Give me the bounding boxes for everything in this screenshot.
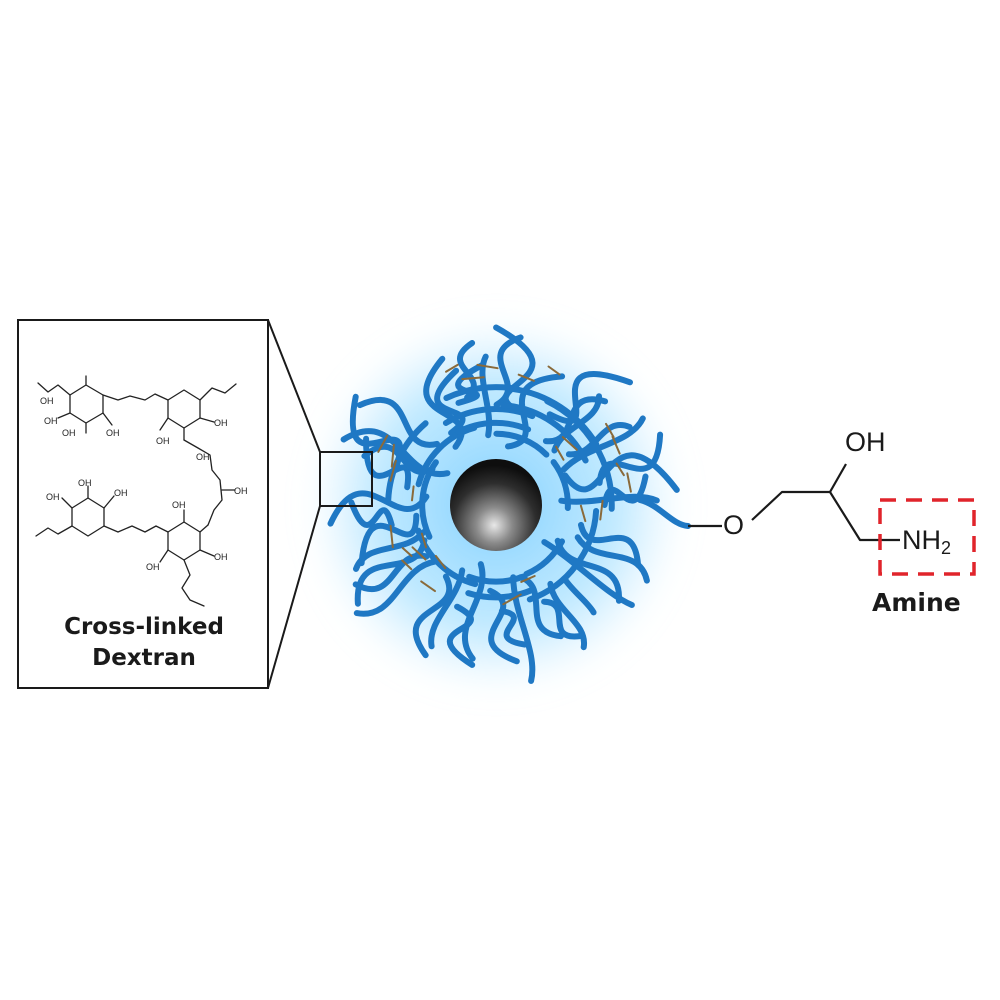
polymer-strand [443,384,521,401]
polymer-strand [466,573,527,585]
oh-label: OH [234,486,248,496]
crosslink [520,575,536,583]
oh-label: OH [62,428,76,438]
crosslink [561,436,578,451]
polymer-strand [442,405,536,426]
polymer-strand [562,577,597,616]
linker-chain [688,463,900,542]
oh-label: OH [146,562,160,572]
crosslink [611,435,621,455]
polymer-strand [578,521,641,568]
oh-label: OH [214,552,228,562]
crosslink [461,376,485,381]
crosslink [411,546,427,561]
zoom-connector-bottom [267,505,321,689]
polymer-strand [517,574,564,640]
oh-label: OH [78,478,92,488]
polymer-strand [415,527,479,588]
polymer-strand [526,508,600,603]
polymer-strand [560,415,646,473]
crosslink [579,504,587,523]
polymer-strand [493,430,550,458]
crosslink [377,434,389,453]
crosslink [547,365,561,376]
caption-line-1: Cross-linked [64,614,224,640]
amine-label: Amine [872,588,961,617]
polymer-strand [446,603,476,668]
polymer-strand [455,419,532,435]
oh-label: OH [46,492,60,502]
oh-label: OH [40,396,54,406]
oh-label: OH [214,418,228,428]
crosslink [401,559,413,571]
polymer-strand [461,561,486,662]
dextran-structure [35,375,237,607]
zoom-region-box [319,451,373,507]
crosslink [615,462,625,477]
inset-frame [17,319,269,689]
polymer-strand [498,608,528,648]
hydroxyl-label: OH [845,427,886,457]
amine-formula-main: NH [902,525,941,555]
amine-formula-subscript: 2 [941,538,952,558]
polymer-strand [574,534,650,584]
crosslink [389,459,397,482]
dextran-polymer-shell [327,324,691,684]
caption-line-2: Dextran [92,645,196,671]
ether-oxygen-label: O [723,510,745,540]
oh-label: OH [114,488,128,498]
polymer-strand [353,558,438,617]
polymer-strand [500,402,589,464]
polymer-strand [479,353,493,439]
crosslink [411,485,415,502]
polymer-strand [565,422,633,458]
polymer-strand [465,587,535,601]
crosslink [599,499,604,521]
crosslink [420,580,436,593]
oh-label: OH [156,436,170,446]
polymer-strand [544,398,615,512]
crosslink [476,363,499,370]
crosslink [390,443,395,468]
polymer-strand [327,490,430,527]
zoom-connector-top [267,319,321,453]
crosslink [626,472,632,493]
polymer-strand [412,573,453,659]
polymer-strand [354,537,428,607]
crosslink [555,445,565,461]
crosslinks [377,363,632,606]
polymer-strand [363,435,412,491]
polymer-strand [510,574,536,684]
polymer-strand [356,396,440,448]
polymer-strand [385,420,429,504]
polymer-strand [550,459,571,511]
amine-formula: NH2 [902,525,951,559]
polymer-strand [523,538,565,577]
crosslink [502,593,522,606]
hydroxyl-labels: OH OH OH OH OH OH OH OH OH OH OH OH OH O… [40,396,248,572]
polymer-strand [434,367,466,436]
polymer-strand [554,537,622,604]
oh-label: OH [106,428,120,438]
oh-label: OH [44,416,58,426]
oh-label: OH [172,500,186,510]
crosslink [605,422,615,439]
oh-label: OH [196,452,210,462]
nanoparticle-core [450,459,542,551]
crosslink [434,554,447,570]
crosslink [445,363,459,373]
linker-anchor-strand [637,497,691,529]
polymer-strand [348,499,395,529]
inset-caption: Cross-linked Dextran [22,612,266,674]
crosslink [389,524,394,549]
crosslink [420,532,427,549]
polymer-strand [541,598,583,640]
crosslink [401,547,413,557]
polymer-strand [419,459,439,540]
amine-highlight-box [878,498,976,576]
crosslink [517,373,535,382]
polymer-strand [340,428,451,478]
